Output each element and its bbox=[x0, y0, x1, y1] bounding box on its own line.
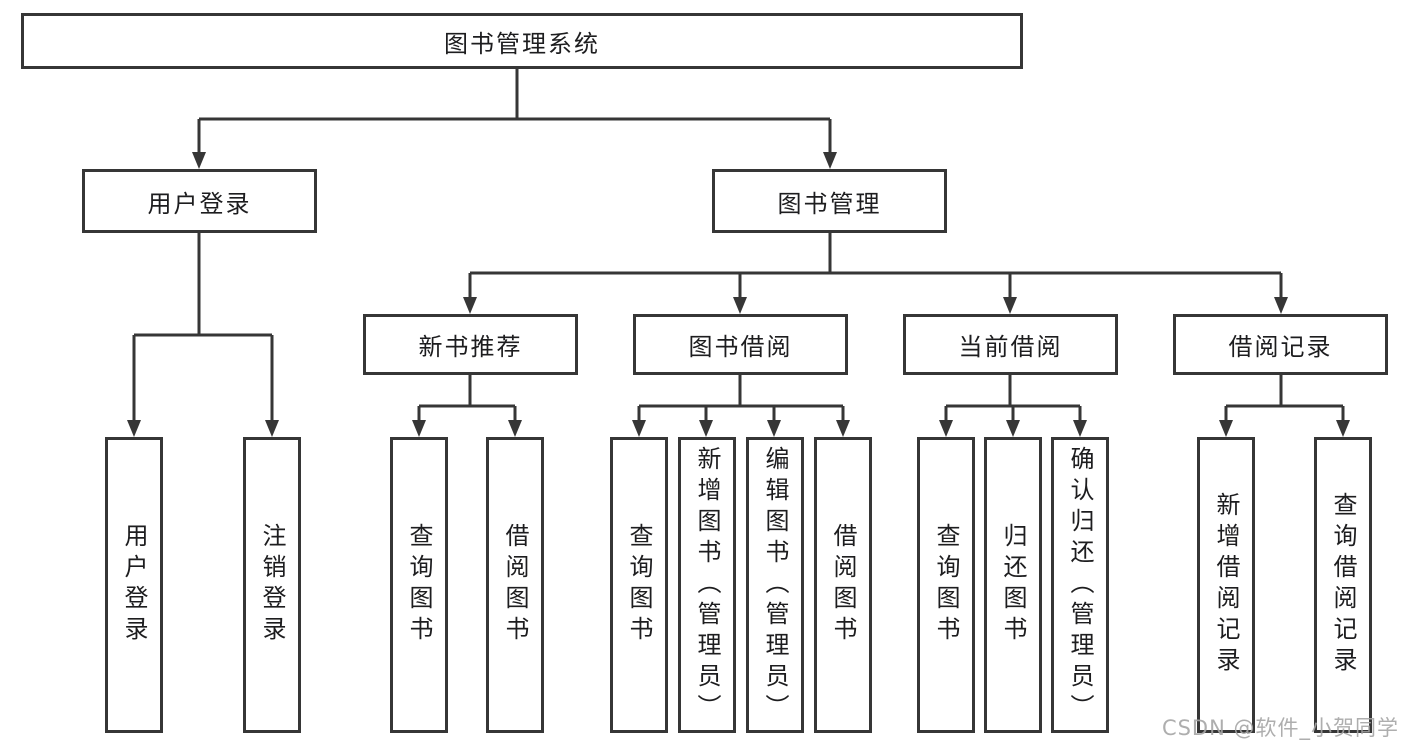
node-book-management: 图书管理 bbox=[712, 169, 947, 233]
leaf-borrow-books-1: 借阅图书 bbox=[486, 437, 544, 733]
arrowhead-icon bbox=[1336, 420, 1350, 437]
arrowhead-icon bbox=[632, 420, 646, 437]
arrowheads bbox=[127, 152, 1350, 437]
leaf-borrow-books-1-label: 借阅图书 bbox=[501, 523, 529, 647]
arrowhead-icon bbox=[767, 420, 781, 437]
leaf-query-books-3: 查询图书 bbox=[917, 437, 975, 733]
leaf-query-borrow-record-label: 查询借阅记录 bbox=[1329, 492, 1357, 678]
node-user-login-label: 用户登录 bbox=[147, 189, 252, 218]
leaf-borrow-books-2-label: 借阅图书 bbox=[829, 523, 857, 647]
arrowhead-icon bbox=[127, 420, 141, 437]
arrowhead-icon bbox=[463, 297, 477, 314]
arrowhead-icon bbox=[265, 420, 279, 437]
node-borrow-records-label: 借阅记录 bbox=[1228, 333, 1333, 361]
leaf-add-borrow-record-label: 新增借阅记录 bbox=[1212, 492, 1240, 678]
leaf-return-books-label: 归还图书 bbox=[999, 523, 1027, 647]
arrowhead-icon bbox=[192, 152, 206, 169]
arrowhead-icon bbox=[836, 420, 850, 437]
leaf-query-books-2-label: 查询图书 bbox=[625, 523, 653, 647]
leaf-logout-label: 注销登录 bbox=[258, 523, 286, 647]
leaf-borrow-books-2: 借阅图书 bbox=[814, 437, 872, 733]
leaf-query-books-2: 查询图书 bbox=[610, 437, 668, 733]
leaf-confirm-return-admin: 确认归还（管理员） bbox=[1051, 437, 1109, 733]
leaf-query-books-1: 查询图书 bbox=[390, 437, 448, 733]
leaf-query-books-3-label: 查询图书 bbox=[932, 523, 960, 647]
leaf-edit-books-admin: 编辑图书（管理员） bbox=[746, 437, 804, 733]
node-book-management-label: 图书管理 bbox=[777, 189, 882, 218]
node-root-label: 图书管理系统 bbox=[444, 29, 600, 58]
csdn-watermark: CSDN @软件_小贺同学 bbox=[1161, 716, 1399, 740]
arrowhead-icon bbox=[1219, 420, 1233, 437]
arrowhead-icon bbox=[412, 420, 426, 437]
node-new-book-recommend-label: 新书推荐 bbox=[418, 333, 523, 361]
arrowhead-icon bbox=[1073, 420, 1087, 437]
arrowhead-icon bbox=[733, 297, 747, 314]
connector-path bbox=[132, 69, 1345, 423]
leaf-query-books-1-label: 查询图书 bbox=[405, 523, 433, 647]
arrowhead-icon bbox=[939, 420, 953, 437]
node-user-login: 用户登录 bbox=[82, 169, 317, 233]
leaf-add-books-admin: 新增图书（管理员） bbox=[678, 437, 736, 733]
arrowhead-icon bbox=[1003, 297, 1017, 314]
node-book-borrowing-label: 图书借阅 bbox=[688, 333, 793, 361]
leaf-user-login: 用户登录 bbox=[105, 437, 163, 733]
leaf-logout: 注销登录 bbox=[243, 437, 301, 733]
arrowhead-icon bbox=[823, 152, 837, 169]
leaf-user-login-label: 用户登录 bbox=[120, 523, 148, 647]
node-new-book-recommend: 新书推荐 bbox=[363, 314, 578, 375]
leaf-add-borrow-record: 新增借阅记录 bbox=[1197, 437, 1255, 733]
node-book-borrowing: 图书借阅 bbox=[633, 314, 848, 375]
arrowhead-icon bbox=[699, 420, 713, 437]
node-borrow-records: 借阅记录 bbox=[1173, 314, 1388, 375]
arrowhead-icon bbox=[1274, 297, 1288, 314]
leaf-query-borrow-record: 查询借阅记录 bbox=[1314, 437, 1372, 733]
leaf-confirm-return-admin-label: 确认归还（管理员） bbox=[1066, 445, 1094, 725]
leaf-add-books-admin-label: 新增图书（管理员） bbox=[693, 445, 721, 725]
arrowhead-icon bbox=[1006, 420, 1020, 437]
arrowhead-icon bbox=[508, 420, 522, 437]
node-current-borrowing-label: 当前借阅 bbox=[958, 333, 1063, 361]
leaf-return-books: 归还图书 bbox=[984, 437, 1042, 733]
node-current-borrowing: 当前借阅 bbox=[903, 314, 1118, 375]
node-root: 图书管理系统 bbox=[21, 13, 1023, 69]
leaf-edit-books-admin-label: 编辑图书（管理员） bbox=[761, 445, 789, 725]
